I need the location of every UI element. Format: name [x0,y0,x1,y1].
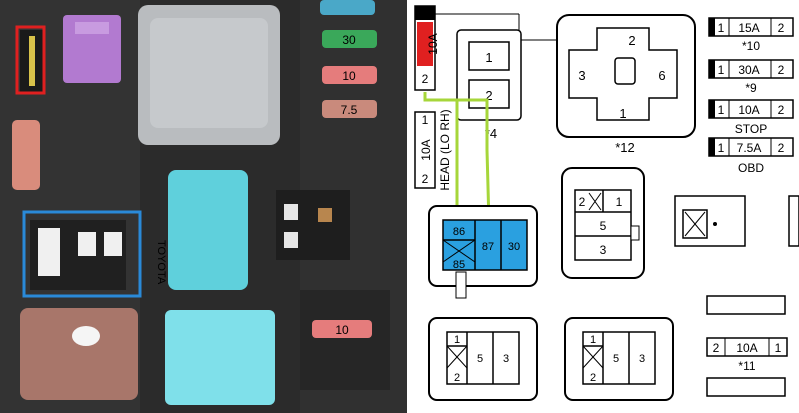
relay-mid-pin-3: 3 [600,243,607,257]
relay-highlight: 86 85 87 30 [428,205,538,299]
socket-terminal-right [104,232,122,256]
fuse-right-4-note: OBD [738,161,764,175]
fuse-bottom-right: 2 10A 1 [706,337,788,357]
fuse-blank-2 [706,377,786,397]
wire-green-1 [423,92,459,224]
highlight-red-box [15,25,46,95]
fuse-head-top: 1 10A 2 [414,5,440,91]
fuse-right-2: 1 30A 2 [708,59,794,79]
fuse-pink [322,66,377,84]
fuse-head-pin-2: 2 [422,72,429,86]
fuse-right-1: 1 15A 2 [708,17,794,37]
fuse-right-3-note: STOP [735,122,767,136]
fuse-right-1-pin-right: 2 [778,21,785,35]
fuse-right-1-rating: 15A [738,21,759,35]
fuse-blue [320,0,375,15]
mini-fuse-blade [29,36,35,86]
relay-mid: 2 1 5 3 [561,167,645,279]
fuse-right-2-note: *9 [745,81,757,95]
connector-pin-3 [318,208,332,222]
fuse-head-pin-1: 1 [422,7,429,21]
fuse-head-lo-pin-2: 2 [422,172,429,186]
relay-br-pin-2: 2 [590,372,596,384]
connector-pin-2 [284,232,298,248]
fuse-right-4-pin-right: 2 [778,141,785,155]
fuse-green [322,30,377,48]
relay-cross-pin-3: 3 [578,68,585,83]
fuse-right-2-rating: 30A [738,63,759,77]
relay-mid-pin-5: 5 [600,219,607,233]
fuse-tan [322,100,377,118]
fuse-head-lo: 2 10A 1 [414,111,436,189]
relay-cross-pin-6: 6 [658,68,665,83]
fuse-right-2-pin-left: 1 [718,63,725,77]
fuse-head-rating: 10A [426,33,440,54]
fuse-right-1-note: *10 [742,39,760,53]
fuse-blank-1 [706,295,786,315]
brown-relay-sticker [72,326,100,346]
connector-pin-1 [284,204,298,220]
relay-small-pin-1: 1 [485,50,492,65]
relay-br-pin-3: 3 [639,353,645,365]
relay-bl-pin-5: 5 [477,353,483,365]
connector-block [276,190,350,260]
fuse-right-4: 1 7.5A 2 [708,137,794,157]
fuse-br-pin-right: 1 [775,341,782,355]
relay-bottom-right: 1 2 5 3 [564,317,674,401]
gray-relay-top [150,18,268,128]
fuse-br-pin-left: 2 [713,341,720,355]
relay-br-pin-1: 1 [590,334,596,346]
relay-small-pin-2: 2 [485,88,492,103]
relay-cross-pin-2: 2 [628,33,635,48]
fuse-br-rating: 10A [736,341,757,355]
relay-bottom-left: 1 2 5 3 [428,317,538,401]
fuse-br-note: *11 [738,359,755,373]
fuse-red-vertical [12,120,40,190]
fuse-pink-lower [312,320,372,338]
relay-cross-note: *12 [615,140,635,155]
fuse-right-1-pin-left: 1 [718,21,725,35]
fuse-box-diagram: 1 10A 2 1 2 *4 2 3 6 1 *12 1 15A 2 *10 [407,0,799,413]
fuse-right-4-rating: 7.5A [737,141,762,155]
relay-mid-pin-2: 2 [579,195,586,209]
fuse-right-3: 1 10A 2 [708,99,794,119]
relay-brand-text: TOYOTA [155,240,167,285]
fuse-head-lo-label: HEAD (LO RH) [438,109,452,190]
socket-terminal-left [38,228,60,276]
fuse-right-2-pin-right: 2 [778,63,785,77]
cyan-relay-light [165,310,275,405]
lower-fuse-slot [300,290,390,390]
brown-relay [20,308,138,400]
relay-small: 1 2 [456,29,522,121]
relay-highlight-pin-85: 85 [453,259,465,271]
fuse-head-lo-rating: 10A [419,139,433,160]
relay-highlight-pin-86: 86 [453,226,465,238]
relay-cross: 2 3 6 1 [556,14,696,138]
fuse-green-label: 30 [342,33,356,47]
side-connector [674,195,799,247]
fuse-pink-lower-label: 10 [335,323,349,337]
fuse-right-4-pin-left: 1 [718,141,725,155]
fuse-box-photo: 30 10 7.5 TOYOTA 10 [0,0,407,413]
cyan-relay [168,170,248,290]
relay-br-pin-5: 5 [613,353,619,365]
wire-green-2 [457,98,491,225]
fuse-pink-label: 10 [342,69,356,83]
fuse-tan-label: 7.5 [341,103,358,117]
relay-highlight-pin-30: 30 [508,241,520,253]
fuse-head-lo-pin-1: 1 [422,113,429,127]
fuse-right-3-pin-right: 2 [778,103,785,117]
relay-mid-pin-1: 1 [616,195,623,209]
relay-cross-pin-1: 1 [619,106,626,121]
fuse-right-3-pin-left: 1 [718,103,725,117]
purple-fuse-label [75,22,109,34]
relay-bl-pin-1: 1 [454,334,460,346]
socket-terminal-mid [78,232,96,256]
relay-bl-pin-2: 2 [454,372,460,384]
relay-bl-pin-3: 3 [503,353,509,365]
highlight-blue-box [22,210,142,298]
relay-highlight-pin-87: 87 [482,241,494,253]
fuse-right-3-rating: 10A [738,103,759,117]
